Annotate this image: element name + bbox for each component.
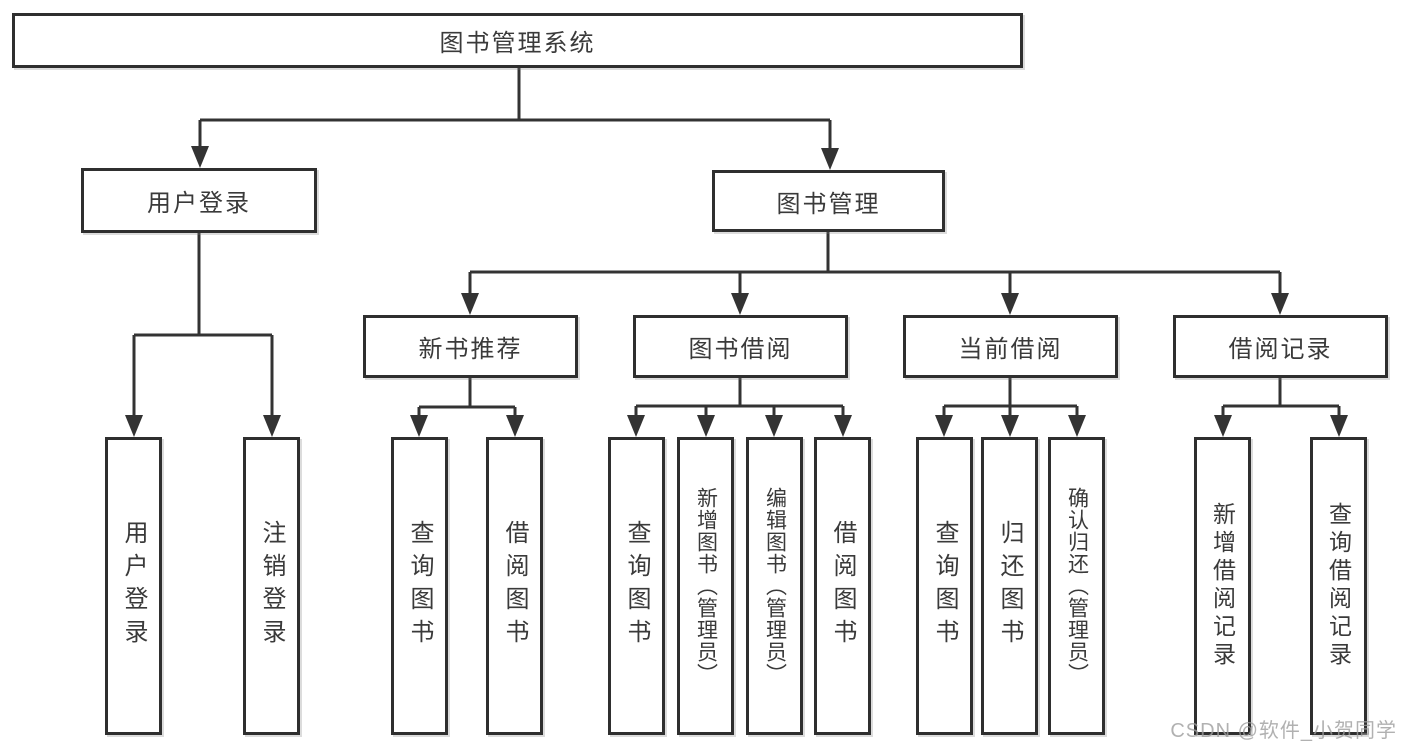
leaf-query-books-recommend: 查询图书 — [391, 437, 448, 735]
csdn-watermark: CSDN @软件_小贺同学 — [1170, 720, 1397, 742]
leaf-query-books-recommend-label: 查询图书 — [406, 520, 433, 652]
leaf-return-book: 归还图书 — [981, 437, 1038, 735]
leaf-query-borrow-record: 查询借阅记录 — [1310, 437, 1367, 735]
node-borrow-records-label: 借阅记录 — [1228, 336, 1333, 363]
leaf-borrow-books-label: 借阅图书 — [829, 520, 856, 652]
arrowheads — [125, 146, 1348, 437]
leaf-add-book-admin-label: 新增图书（管理员） — [694, 487, 718, 685]
leaf-user-login-label: 用户登录 — [120, 520, 147, 652]
node-book-management-label: 图书管理 — [776, 190, 881, 218]
leaf-user-login: 用户登录 — [105, 437, 162, 735]
leaf-confirm-return-admin: 确认归还（管理员） — [1048, 437, 1105, 735]
leaf-query-books-current: 查询图书 — [916, 437, 973, 735]
node-current-borrow: 当前借阅 — [903, 315, 1118, 378]
leaf-logout-label: 注销登录 — [258, 520, 285, 652]
leaf-query-books-borrow: 查询图书 — [608, 437, 665, 735]
node-current-borrow-label: 当前借阅 — [958, 336, 1063, 363]
leaf-edit-book-admin: 编辑图书（管理员） — [746, 437, 803, 735]
leaf-return-book-label: 归还图书 — [996, 520, 1023, 652]
node-new-book-recommend: 新书推荐 — [363, 315, 578, 378]
leaf-query-books-current-label: 查询图书 — [931, 520, 958, 652]
leaf-add-borrow-record-label: 新增借阅记录 — [1209, 502, 1236, 670]
leaf-query-books-borrow-label: 查询图书 — [623, 520, 650, 652]
leaf-borrow-books: 借阅图书 — [814, 437, 871, 735]
node-new-book-recommend-label: 新书推荐 — [418, 336, 523, 363]
node-book-management: 图书管理 — [712, 170, 945, 232]
tree-edges — [132, 68, 1341, 421]
leaf-confirm-return-admin-label: 确认归还（管理员） — [1065, 487, 1089, 685]
leaf-borrow-books-recommend-label: 借阅图书 — [501, 520, 528, 652]
leaf-query-borrow-record-label: 查询借阅记录 — [1325, 502, 1352, 670]
node-borrow-records: 借阅记录 — [1173, 315, 1388, 378]
node-user-login: 用户登录 — [81, 168, 317, 233]
leaf-borrow-books-recommend: 借阅图书 — [486, 437, 543, 735]
leaf-logout: 注销登录 — [243, 437, 300, 735]
node-book-borrow: 图书借阅 — [633, 315, 848, 378]
leaf-edit-book-admin-label: 编辑图书（管理员） — [763, 487, 787, 685]
leaf-add-borrow-record: 新增借阅记录 — [1194, 437, 1251, 735]
node-root: 图书管理系统 — [12, 13, 1023, 68]
node-root-label: 图书管理系统 — [439, 30, 596, 57]
node-user-login-label: 用户登录 — [147, 190, 251, 217]
node-book-borrow-label: 图书借阅 — [688, 336, 793, 363]
leaf-add-book-admin: 新增图书（管理员） — [677, 437, 734, 735]
